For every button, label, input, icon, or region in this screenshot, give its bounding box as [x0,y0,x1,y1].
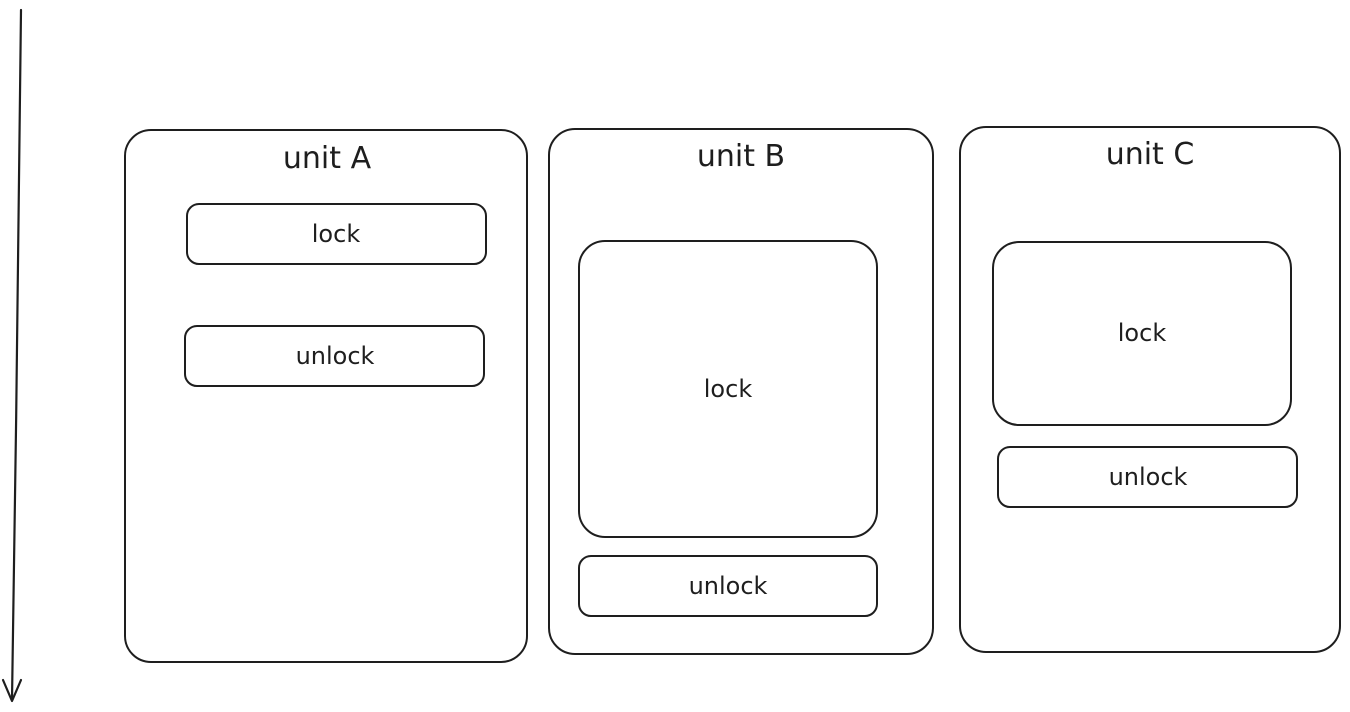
arrow-shaft [10,8,23,702]
time-arrow [1,8,23,703]
unit-b-unlock-label: unlock [689,572,768,600]
unit-c-title: unit C [1106,137,1195,172]
unit-b-container: unit B lock unlock [548,128,934,655]
unit-a-unlock-box [184,325,485,387]
unit-b-lock-box [578,240,878,538]
unit-c-frame [959,126,1341,653]
unit-b-lock-label: lock [704,375,753,403]
unit-a-lock-box [186,203,487,265]
unit-b-unlock-box [578,555,878,617]
unit-c-lock-label: lock [1118,319,1167,347]
unit-a-unlock-label: unlock [296,342,375,370]
arrow-down-icon [1,678,23,703]
unit-c-unlock-label: unlock [1109,463,1188,491]
unit-c-container: unit C lock unlock [959,126,1341,653]
unit-a-container: unit A lock unlock [124,129,528,663]
unit-a-title: unit A [283,141,372,176]
unit-b-title: unit B [697,139,785,174]
unit-c-unlock-box [997,446,1298,508]
unit-c-lock-box [992,241,1292,426]
unit-b-frame [548,128,934,655]
unit-a-frame [124,129,528,663]
unit-a-lock-label: lock [312,220,361,248]
